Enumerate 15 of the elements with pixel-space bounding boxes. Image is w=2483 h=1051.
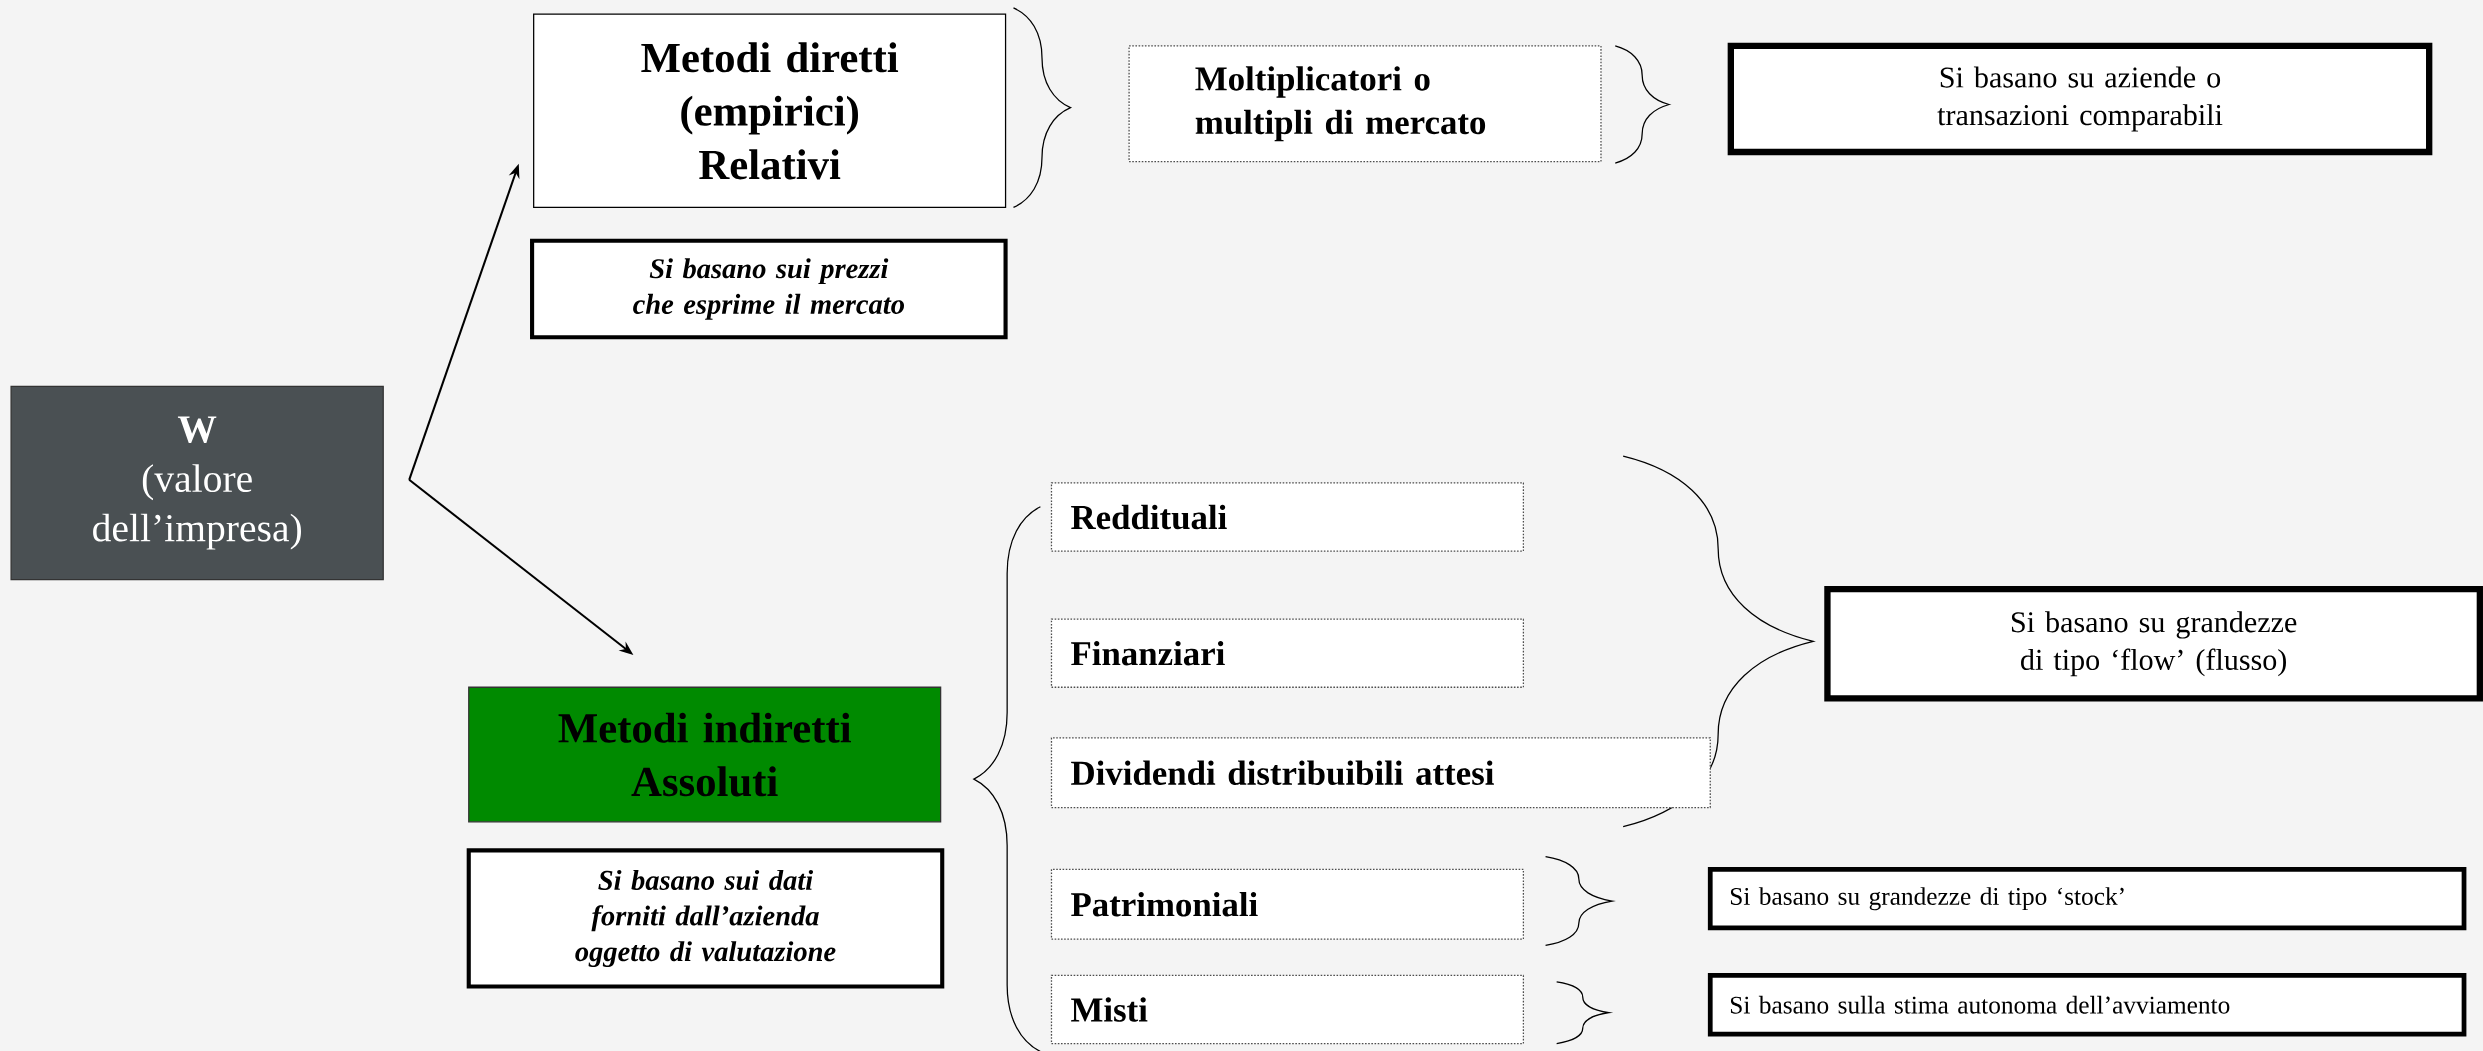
description-box: Si basano su grandezze di tipo ‘stock’ xyxy=(1707,866,2467,931)
method-box: Metodi diretti (empirici) Relativi xyxy=(533,13,1007,208)
method-box: Reddituali xyxy=(1050,482,1525,552)
method-box: Misti xyxy=(1050,974,1525,1044)
note-box: Si basano sui dati forniti dall’azienda oggetto di valutazione xyxy=(466,848,945,989)
method-box: Finanziari xyxy=(1050,618,1525,688)
method-box: Moltiplicatori o multipli di mercato xyxy=(1128,45,1602,162)
method-box: Patrimoniali xyxy=(1050,868,1525,940)
value-box: W (valore dell’impresa) xyxy=(10,385,384,580)
description-box: Si basano su grandezze di tipo ‘flow’ (flusso) xyxy=(1824,585,2483,702)
description-box: Si basano su aziende o transazioni comparabili xyxy=(1727,42,2433,155)
note-box: Si basano sui prezzi che esprime il mercato xyxy=(530,238,1008,340)
method-box: Dividendi distribuibili attesi xyxy=(1050,737,1711,808)
description-box: Si basano sulla stima autonoma dell’avviamento xyxy=(1707,972,2467,1037)
method-box: Metodi indiretti Assoluti xyxy=(468,686,942,823)
